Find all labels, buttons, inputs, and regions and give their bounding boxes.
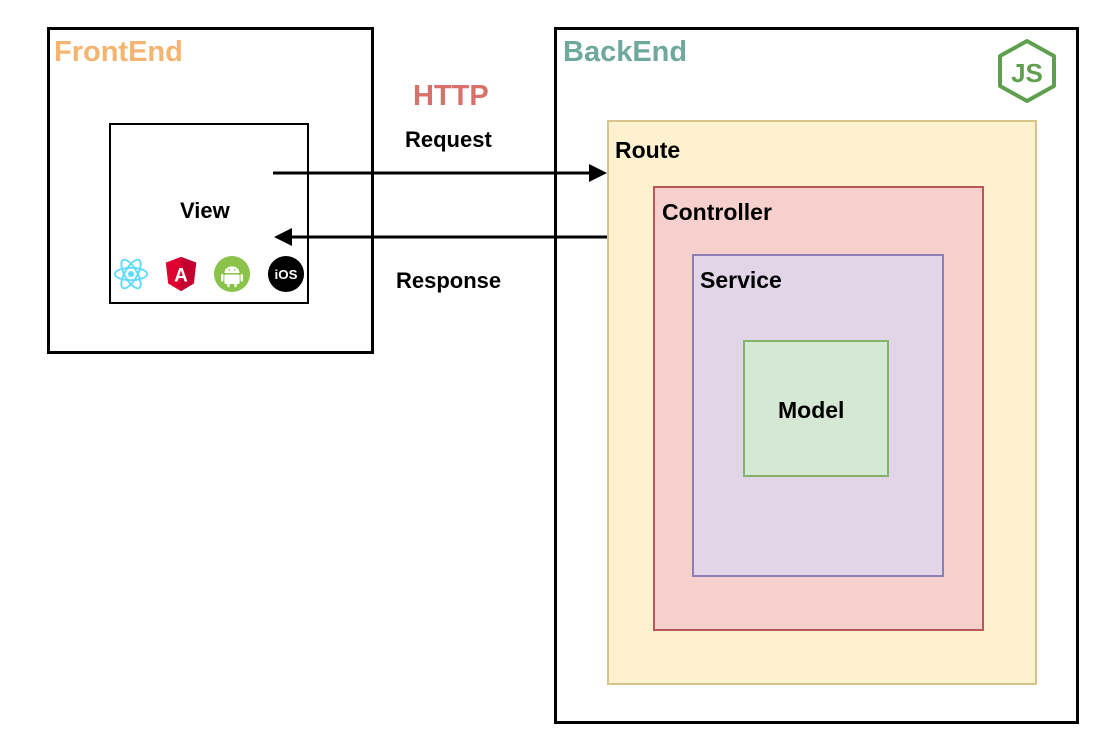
backend-title: BackEnd — [563, 36, 688, 68]
service-label: Service — [700, 267, 782, 293]
angular-icon: A — [165, 256, 197, 292]
nodejs-text: JS — [1011, 58, 1043, 88]
route-label: Route — [615, 137, 681, 163]
ios-icon: iOS — [267, 255, 305, 293]
http-title: HTTP — [413, 80, 489, 112]
view-box — [109, 123, 309, 304]
react-icon — [113, 258, 149, 290]
angular-letter: A — [174, 266, 188, 287]
view-label: View — [180, 198, 230, 223]
model-layer — [743, 340, 889, 477]
frontend-title: FrontEnd — [54, 36, 183, 68]
nodejs-icon: JS — [998, 39, 1056, 103]
backend-container — [554, 27, 1079, 724]
request-arrow — [273, 164, 607, 182]
frontend-container — [47, 27, 374, 354]
ios-text: iOS — [275, 267, 298, 282]
controller-label: Controller — [662, 199, 772, 225]
view-framework-icons: A iOS — [112, 255, 307, 293]
response-arrow — [274, 228, 607, 246]
response-label: Response — [396, 268, 502, 293]
request-label: Request — [405, 127, 492, 152]
model-label: Model — [778, 397, 845, 423]
android-icon — [213, 255, 251, 293]
